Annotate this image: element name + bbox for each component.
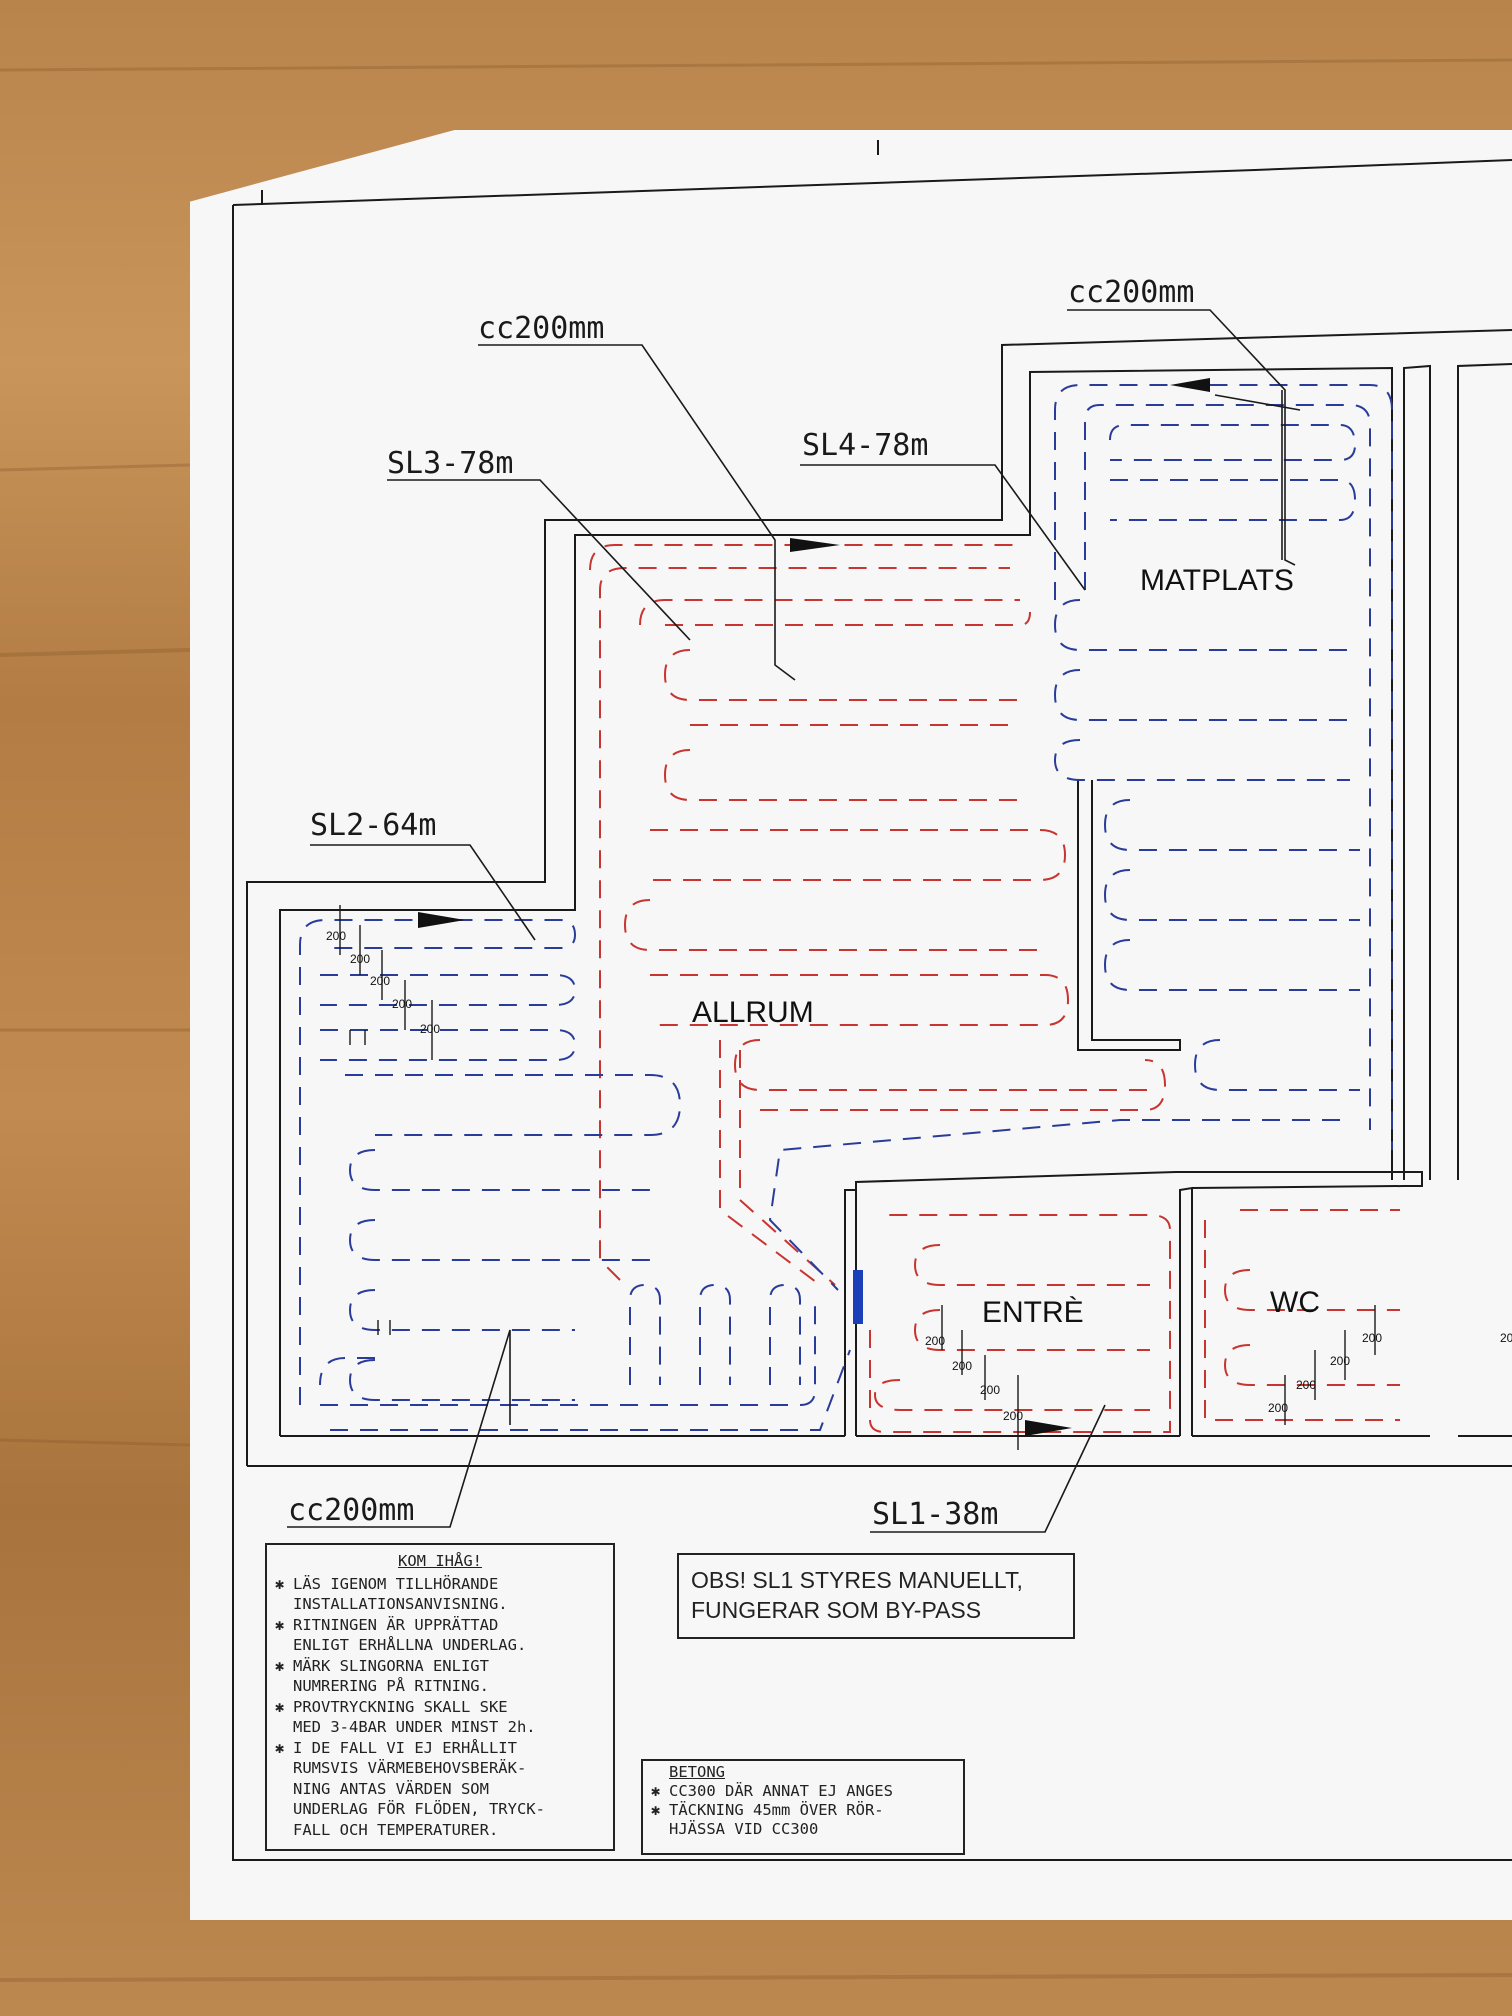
note-text: TÄCKNING 45mm ÖVER RÖR- HJÄSSA VID CC300: [669, 1801, 884, 1838]
note-text: PROVTRYCKNING SKALL SKE MED 3-4BAR UNDER…: [293, 1697, 536, 1737]
leader-lines: [287, 309, 1301, 1533]
dim-label: 200: [980, 1383, 1000, 1397]
dim-label: 200: [1362, 1331, 1382, 1345]
dim-label: 200: [952, 1359, 972, 1373]
loop-label-sl4: SL4-78m: [802, 428, 928, 463]
kom-ihag-title: KOM IHÅG!: [398, 1552, 482, 1570]
cc-label-matplats: cc200mm: [1068, 275, 1194, 310]
loop-label-sl2: SL2-64m: [310, 808, 436, 843]
cc-label-allrum: cc200mm: [478, 311, 604, 346]
note-text: CC300 DÄR ANNAT EJ ANGES: [669, 1782, 893, 1800]
loop-sl4-blue: [768, 384, 1393, 1291]
betong-title: BETONG: [669, 1763, 725, 1781]
dim-label: 200: [1296, 1378, 1316, 1392]
dim-label: 200: [1500, 1331, 1512, 1345]
note-item: ✱PROVTRYCKNING SKALL SKE MED 3-4BAR UNDE…: [275, 1697, 536, 1737]
dim-label: 200: [1330, 1354, 1350, 1368]
room-label-matplats: MATPLATS: [1140, 564, 1294, 597]
room-label-entre: ENTRÈ: [982, 1296, 1084, 1329]
note-item: ✱CC300 DÄR ANNAT EJ ANGES: [651, 1782, 893, 1800]
obs-note: OBS! SL1 STYRES MANUELLT, FUNGERAR SOM B…: [677, 1553, 1075, 1639]
drawing-frame: [232, 140, 1512, 1861]
flow-arrows: [418, 378, 1210, 1436]
obs-line-1: OBS! SL1 STYRES MANUELLT,: [691, 1567, 1023, 1593]
betong-notes: BETONG ✱CC300 DÄR ANNAT EJ ANGES ✱TÄCKNI…: [641, 1759, 965, 1855]
loop-label-sl3: SL3-78m: [387, 446, 513, 481]
loop-label-sl1: SL1-38m: [872, 1497, 998, 1532]
note-item: ✱TÄCKNING 45mm ÖVER RÖR- HJÄSSA VID CC30…: [651, 1801, 884, 1838]
note-text: MÄRK SLINGORNA ENLIGT NUMRERING PÅ RITNI…: [293, 1656, 489, 1696]
dim-label: 200: [326, 929, 346, 943]
dim-label: 200: [1268, 1401, 1288, 1415]
note-item: ✱I DE FALL VI EJ ERHÅLLIT RUMSVIS VÄRMEB…: [275, 1738, 545, 1839]
kom-ihag-notes: KOM IHÅG! ✱LÄS IGENOM TILLHÖRANDE INSTAL…: [265, 1543, 615, 1851]
obs-line-2: FUNGERAR SOM BY-PASS: [691, 1597, 982, 1623]
note-text: I DE FALL VI EJ ERHÅLLIT RUMSVIS VÄRMEBE…: [293, 1738, 545, 1839]
arrow-sl1: [1025, 1420, 1072, 1436]
dim-label: 200: [1003, 1409, 1023, 1423]
arrow-sl4: [1170, 378, 1210, 392]
walls: [246, 329, 1512, 1467]
arrow-sl3: [790, 538, 840, 552]
room-label-wc: WC: [1270, 1286, 1320, 1319]
dim-label: 200: [370, 974, 390, 988]
dim-label: 200: [392, 997, 412, 1011]
note-item: ✱MÄRK SLINGORNA ENLIGT NUMRERING PÅ RITN…: [275, 1656, 489, 1696]
note-text: LÄS IGENOM TILLHÖRANDE INSTALLATIONSANVI…: [293, 1574, 508, 1614]
cc-label-bottom: cc200mm: [288, 1493, 414, 1528]
dim-label: 200: [350, 952, 370, 966]
manifold: [853, 1270, 863, 1324]
note-item: ✱RITNINGEN ÄR UPPRÄTTAD ENLIGT ERHÅLLNA …: [275, 1615, 527, 1655]
arrow-sl2: [418, 912, 465, 928]
dimension-marks: [339, 905, 1376, 1450]
loop-sl1-red: [869, 1209, 1400, 1433]
loop-sl2-blue: [299, 919, 851, 1431]
dim-label: 200: [420, 1022, 440, 1036]
note-text: RITNINGEN ÄR UPPRÄTTAD ENLIGT ERHÅLLNA U…: [293, 1615, 527, 1655]
note-item: ✱LÄS IGENOM TILLHÖRANDE INSTALLATIONSANV…: [275, 1574, 508, 1614]
room-label-allrum: ALLRUM: [692, 996, 814, 1029]
dim-label: 200: [925, 1334, 945, 1348]
loop-sl3-red: [589, 544, 1167, 1286]
